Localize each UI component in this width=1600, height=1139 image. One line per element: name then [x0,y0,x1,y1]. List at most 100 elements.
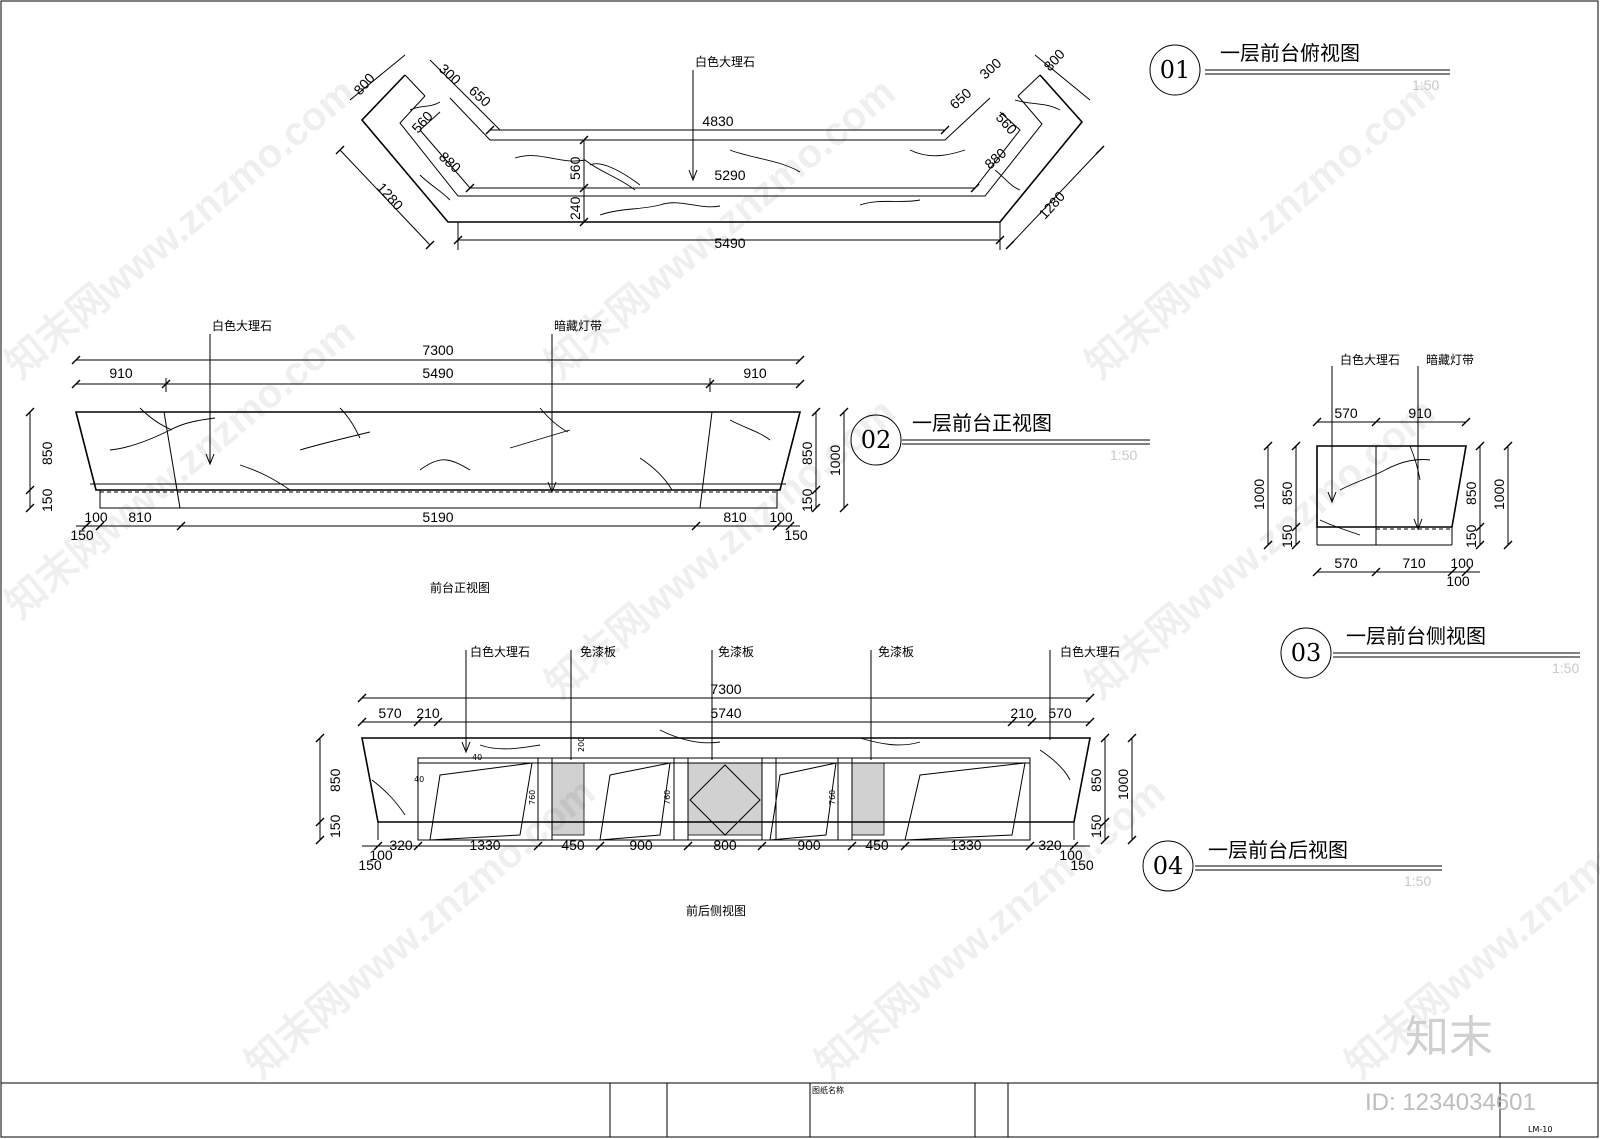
dim-text: 7300 [710,681,741,697]
drawing-shape [769,762,837,841]
dim-text: 5490 [714,235,745,251]
dim-text: 800 [1040,46,1068,74]
drawing-shape [689,764,761,836]
dim-text: 40 [414,775,424,784]
dim-text: 850 [1088,768,1104,792]
dim-text: 570 [1334,555,1358,571]
dim-text: 910 [743,365,767,381]
dim-text: 240 [567,196,583,220]
view-number: 02 [861,426,892,454]
drawing-line [339,149,431,246]
front-light-label: 暗藏灯带 [554,318,602,333]
view-number-circle [850,414,902,466]
dim-text: 570 [1048,705,1072,721]
dim-text: 570 [1334,405,1358,421]
dim-text: 5290 [714,167,745,183]
back-material-left-label: 白色大理石 [470,644,530,659]
dim-text: 5490 [422,365,453,381]
marble-vein-line [1039,749,1071,781]
view-number: 03 [1291,639,1322,667]
marble-vein-line [859,199,921,206]
view-number-circle [1149,44,1201,96]
marble-vein-line [409,101,441,111]
dim-text: 850 [1279,481,1295,505]
marble-vein-line [109,417,216,451]
dim-text: 760 [828,790,837,805]
drawing-line [1034,54,1091,101]
dim-text: 100 [1059,847,1083,863]
dim-text: 7300 [422,342,453,358]
dim-text: 1000 [1251,479,1267,510]
marble-vein-line [1014,99,1061,111]
drawing-shape [687,762,763,836]
dim-text: 900 [629,837,653,853]
dim-text: 210 [1010,705,1034,721]
view-number-circle [1280,627,1332,679]
dim-text: 1330 [950,837,981,853]
dim-text: 1000 [1491,479,1507,510]
side-light-label: 暗藏灯带 [1426,352,1474,367]
marble-vein-line [371,779,406,816]
front-view: 白色大理石 暗藏灯带 7300 910 5490 910 850 150 850… [25,318,1150,595]
marble-vein-line [1327,491,1337,504]
image-id: ID: 1234034601 [1365,1089,1536,1116]
dim-text: 100 [84,509,108,525]
back-panel-label: 免漆板 [718,644,754,659]
dim-text: 910 [1408,405,1432,421]
view-title: 一层前台俯视图 [1220,41,1360,65]
marble-vein-line [688,169,698,182]
dim-text: 100 [1446,573,1470,589]
back-panel-label: 免漆板 [878,644,914,659]
marble-vein-line [205,453,215,466]
marble-vein-line [729,149,801,173]
view-number: 04 [1153,852,1184,880]
dim-text: 320 [389,837,413,853]
marble-vein-line [1339,459,1431,491]
dim-text: 5190 [422,509,453,525]
front-caption: 前台正视图 [430,580,490,595]
dim-text: 150 [784,527,808,543]
marble-vein-line [139,407,173,431]
view-scale: 1:50 [1552,660,1579,676]
top-view-inner [449,97,991,141]
dim-text: 100 [769,509,793,525]
marble-vein-line [547,481,557,494]
marble-vein-line [1413,518,1423,531]
dim-text: 850 [1463,481,1479,505]
dim-text: 810 [128,509,152,525]
dim-text: 300 [976,55,1004,83]
drawing-shape [99,489,778,509]
marble-vein-line [1319,519,1361,536]
title-block: 图纸名称 LM-10 [1,1082,1598,1137]
marble-vein-line [639,457,673,491]
watermark-text: 知末网www.znzmo.com [538,390,904,707]
front-view-outline [74,411,802,491]
marble-vein-line [729,419,771,441]
dim-text: 300 [436,60,464,88]
back-panel-label: 免漆板 [580,644,616,659]
dim-text: 150 [39,488,55,512]
dim-text: 150 [1088,814,1104,838]
dim-text: 570 [378,705,402,721]
dim-text: 1330 [469,837,500,853]
marble-vein-line [599,204,661,216]
drawing-name-label: 图纸名称 [812,1085,844,1095]
drawing-shape [851,762,885,836]
dim-text: 150 [1070,857,1094,873]
drawing-shape [417,757,1031,841]
marble-vein-line [1409,445,1421,481]
drawing-line [429,59,501,131]
marble-vein-line [589,163,641,186]
marble-vein-line [659,202,721,208]
marble-vein-line [461,741,471,754]
dim-text: 4830 [702,113,733,129]
watermark-text: 知末网www.znzmo.com [238,770,604,1087]
front-material-label: 白色大理石 [212,318,272,333]
dim-text: 100 [369,847,393,863]
dim-text: 1280 [1035,188,1068,222]
watermark-text: 知末网www.znzmo.com [1078,70,1444,387]
side-view: 白色大理石 暗藏灯带 570 910 1000 850 150 850 150 … [1251,352,1580,679]
dim-text: 5740 [710,705,741,721]
dim-text: 760 [663,790,672,805]
drawing-shape [904,762,1026,841]
